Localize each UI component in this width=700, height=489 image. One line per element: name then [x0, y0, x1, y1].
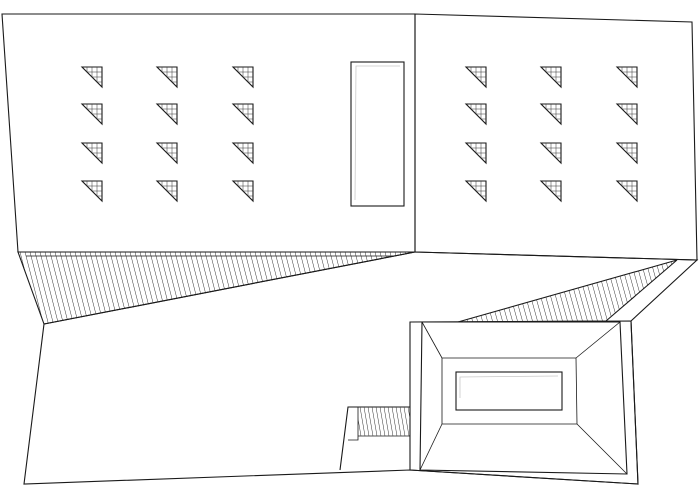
- roof-block-right: [414, 13, 698, 261]
- rooflight-central: [455, 371, 563, 411]
- skylight-triangle: [464, 66, 487, 89]
- skylight-grid-left: [80, 66, 254, 203]
- central-volume: [409, 320, 639, 485]
- skylight-triangle: [231, 66, 254, 89]
- skylight-triangle: [231, 142, 254, 165]
- skylight-triangle: [539, 103, 562, 126]
- skylight-triangle: [539, 66, 562, 89]
- skylight-triangle: [80, 66, 103, 89]
- skylight-triangle: [615, 142, 638, 165]
- roof-block-left: [1, 13, 416, 253]
- skylight-triangle: [539, 180, 562, 203]
- skylight-triangle: [615, 180, 638, 203]
- skylight-grid-right: [464, 66, 638, 203]
- skylight-triangle: [80, 180, 103, 203]
- skylight-triangle: [539, 142, 562, 165]
- skylight-triangle: [155, 103, 178, 126]
- skylight-triangle: [464, 142, 487, 165]
- skylight-triangle: [231, 103, 254, 126]
- hatched-roof-strip-right: [457, 259, 678, 323]
- skylight-triangle: [231, 180, 254, 203]
- skylight-triangle: [80, 103, 103, 126]
- skylight-triangle: [80, 142, 103, 165]
- skylight-triangle: [615, 103, 638, 126]
- skylight-triangle: [155, 142, 178, 165]
- skylight-triangle: [464, 180, 487, 203]
- stair: [339, 406, 410, 471]
- skylight-triangle: [155, 66, 178, 89]
- lower-roof-outline: [23, 251, 699, 485]
- rooflight-upper: [350, 61, 405, 207]
- skylight-triangle: [155, 180, 178, 203]
- skylight-triangle: [464, 103, 487, 126]
- skylight-triangle: [615, 66, 638, 89]
